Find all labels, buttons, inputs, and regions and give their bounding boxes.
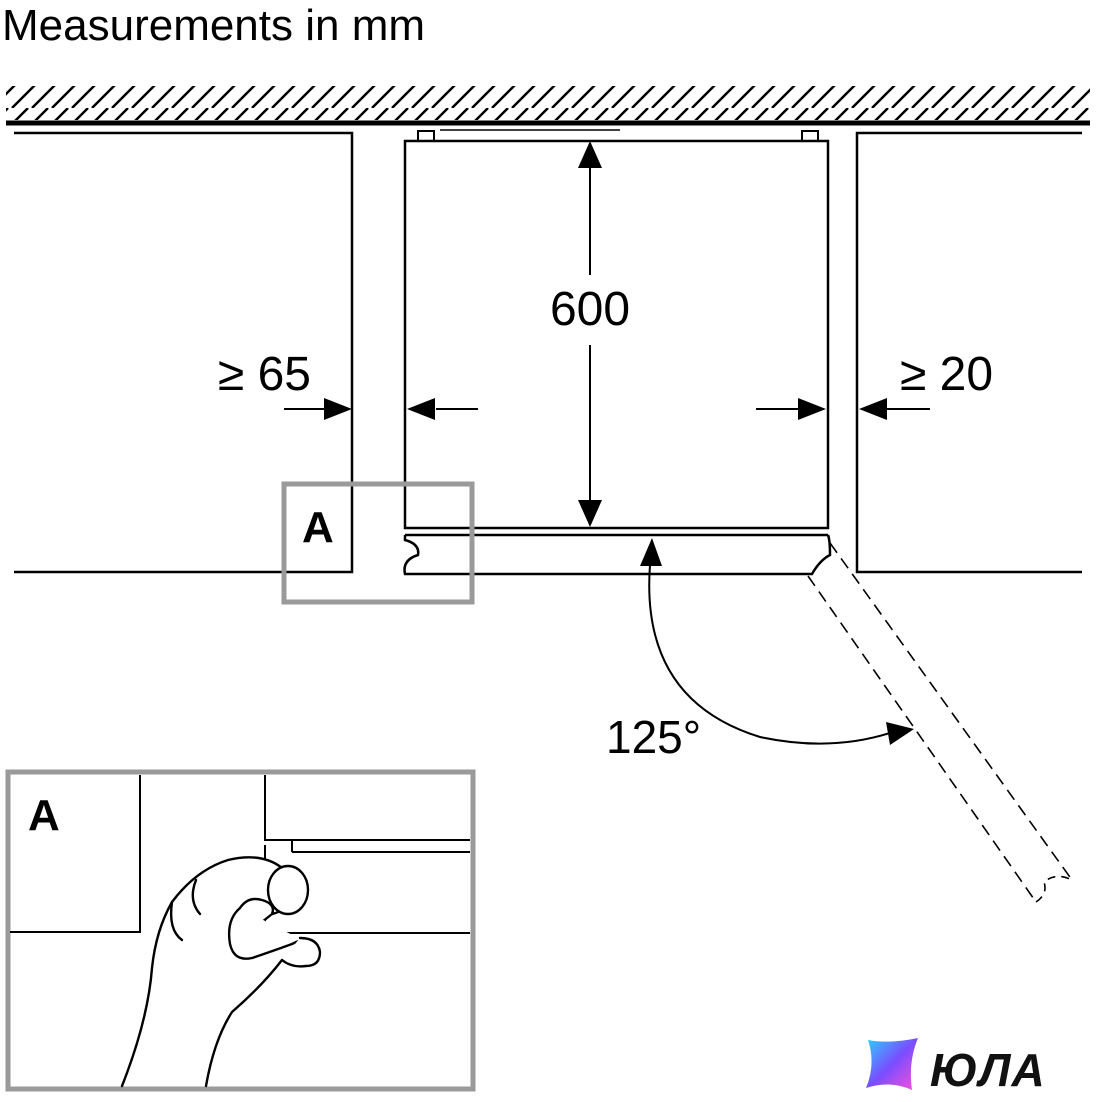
watermark-logo	[866, 1038, 918, 1090]
door-open-outline	[807, 542, 1073, 903]
depth-dimension	[578, 141, 602, 527]
appliance-door	[403, 533, 832, 576]
right-gap-value: ≥ 20	[900, 348, 993, 401]
detail-inset-label: A	[28, 791, 60, 840]
right-gap-dimension	[756, 398, 930, 420]
hand-illustration	[120, 856, 322, 1088]
detail-callout-label: A	[302, 503, 334, 552]
left-cabinet	[14, 131, 354, 574]
logo-icon	[866, 1038, 918, 1090]
door-angle-arc	[640, 538, 914, 745]
right-cabinet	[855, 131, 1082, 574]
left-gap-value: ≥ 65	[218, 348, 311, 401]
door-angle-value: 125°	[606, 711, 701, 763]
left-gap-dimension	[284, 398, 478, 420]
depth-value: 600	[550, 283, 630, 336]
ceiling-wall	[6, 86, 1090, 126]
watermark-text: ЮЛА	[930, 1044, 1046, 1096]
diagram-title: Measurements in mm	[2, 1, 425, 50]
detail-callout-frame	[281, 481, 475, 605]
appliance-body	[403, 129, 830, 530]
